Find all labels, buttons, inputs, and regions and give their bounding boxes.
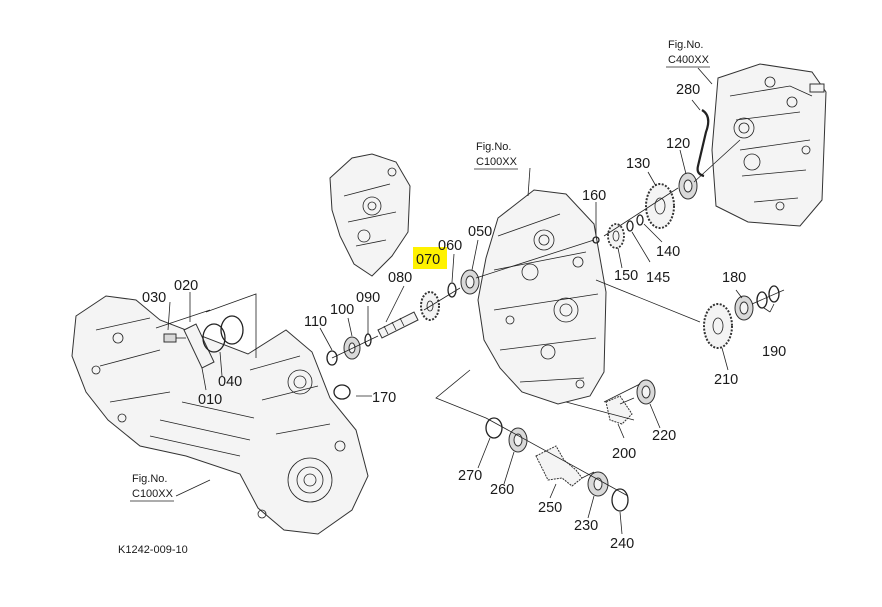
label-130[interactable]: 130: [626, 156, 650, 172]
part-140-washer: [636, 214, 644, 226]
fig-ref-title: Fig.No.: [132, 473, 167, 485]
label-020[interactable]: 020: [174, 278, 198, 294]
part-030-bolt: [163, 333, 186, 343]
label-070[interactable]: 070: [416, 252, 440, 268]
part-220-bearing: [636, 379, 656, 405]
part-020-bracket: [183, 323, 215, 369]
label-220[interactable]: 220: [652, 428, 676, 444]
label-210[interactable]: 210: [714, 372, 738, 388]
upper-cover: [329, 153, 411, 277]
highlight-070: [413, 247, 447, 269]
part-210-gear: [703, 303, 733, 349]
label-230[interactable]: 230: [574, 518, 598, 534]
part-250-pinion-shaft: [535, 445, 595, 487]
fig-ref-title: Fig.No.: [476, 141, 511, 153]
diagram-code: K1242-009-10: [118, 544, 188, 556]
part-230-bearing: [587, 471, 609, 497]
label-145[interactable]: 145: [646, 270, 670, 286]
label-140[interactable]: 140: [656, 244, 680, 260]
center-case: [477, 189, 607, 405]
rear-housing-c400xx: [711, 63, 827, 227]
label-080[interactable]: 080: [388, 270, 412, 286]
label-050[interactable]: 050: [468, 224, 492, 240]
label-040[interactable]: 040: [218, 374, 242, 390]
assembly-lines: [155, 67, 785, 497]
label-030[interactable]: 030: [142, 290, 166, 306]
label-170[interactable]: 170: [372, 390, 396, 406]
part-200-pinion: [605, 395, 635, 425]
front-axle-housing: [71, 295, 369, 535]
label-150[interactable]: 150: [614, 268, 638, 284]
label-leaders: [167, 99, 775, 535]
fig-ref-code: C400XX: [668, 54, 710, 66]
part-240-ring: [611, 488, 629, 512]
label-090[interactable]: 090: [356, 290, 380, 306]
label-190[interactable]: 190: [762, 344, 786, 360]
part-110-ring: [326, 350, 338, 366]
part-120-bearing: [678, 172, 698, 200]
fig-ref-c400xx[interactable]: Fig.No. C400XX: [666, 39, 710, 68]
part-280-bracket: [696, 109, 710, 178]
part-150-gear: [607, 223, 625, 249]
part-080-shaft: [377, 311, 419, 339]
part-180-bearing: [734, 295, 754, 321]
part-270-ring: [485, 417, 503, 439]
part-labels: 280 130 120 160 060 050 070 080 020 030 …: [142, 82, 786, 552]
part-190-ring-b: [768, 285, 780, 303]
part-190-ring-a: [756, 291, 768, 309]
label-100[interactable]: 100: [330, 302, 354, 318]
label-060[interactable]: 060: [438, 238, 462, 254]
fig-ref-title: Fig.No.: [668, 39, 703, 51]
label-280[interactable]: 280: [676, 82, 700, 98]
fig-ref-c100xx-left[interactable]: Fig.No. C100XX: [130, 473, 174, 502]
part-170-ring: [333, 384, 351, 400]
label-260[interactable]: 260: [490, 482, 514, 498]
label-270[interactable]: 270: [458, 468, 482, 484]
fig-ref-code: C100XX: [132, 488, 174, 500]
label-250[interactable]: 250: [538, 500, 562, 516]
label-200[interactable]: 200: [612, 446, 636, 462]
label-120[interactable]: 120: [666, 136, 690, 152]
label-240[interactable]: 240: [610, 536, 634, 552]
fig-ref-code: C100XX: [476, 156, 518, 168]
part-050-bearing: [460, 269, 480, 295]
part-040-ring-b: [220, 315, 244, 345]
part-040-ring-a: [202, 323, 226, 353]
label-110[interactable]: 110: [304, 314, 327, 330]
label-160[interactable]: 160: [582, 188, 606, 204]
label-010[interactable]: 010: [198, 392, 222, 408]
fig-ref-c100xx-center[interactable]: Fig.No. C100XX: [474, 141, 518, 170]
part-145-washer: [626, 220, 634, 232]
part-260-bearing: [508, 427, 528, 453]
label-180[interactable]: 180: [722, 270, 746, 286]
